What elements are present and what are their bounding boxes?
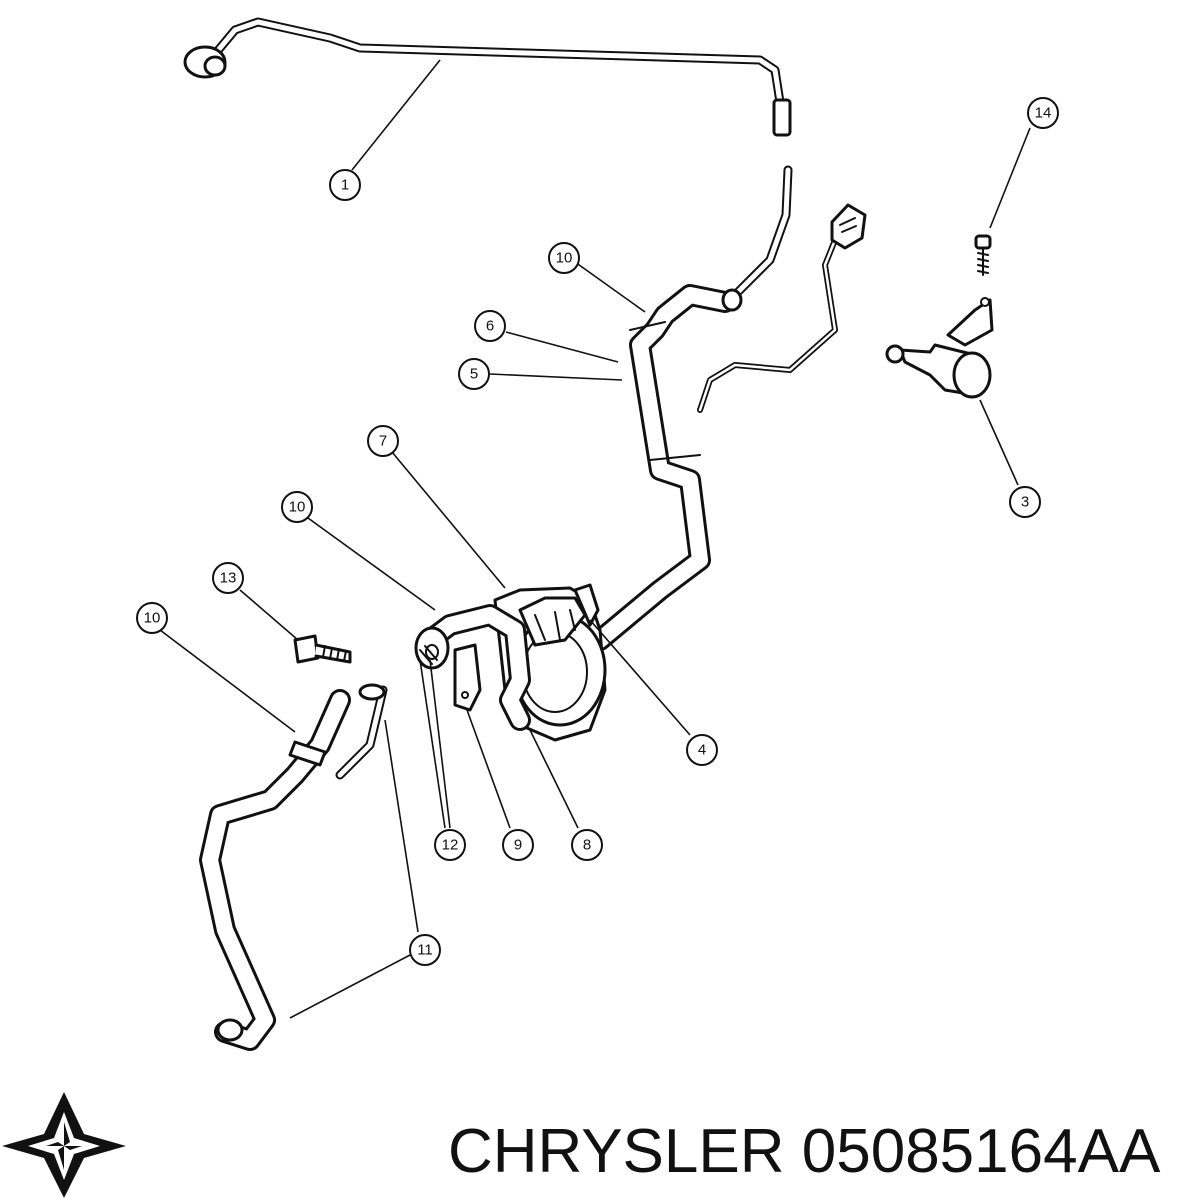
callout-10-upper-label: 10 <box>556 250 573 267</box>
chrysler-pentastar-logo <box>2 1092 126 1198</box>
callout-10-upper: 10 <box>548 242 580 274</box>
callout-10-middle: 10 <box>281 491 313 523</box>
callout-13: 13 <box>212 562 244 594</box>
callout-5: 5 <box>458 358 490 390</box>
callout-13-label: 13 <box>220 570 237 587</box>
callout-7: 7 <box>367 425 399 457</box>
callout-6: 6 <box>474 310 506 342</box>
leader-lines <box>159 59 1031 1019</box>
callout-3: 3 <box>1009 486 1041 518</box>
callout-9-label: 9 <box>514 837 522 854</box>
callout-1: 1 <box>329 169 361 201</box>
central-valve-assembly <box>414 583 607 742</box>
callout-1-label: 1 <box>341 177 349 194</box>
callout-14-label: 14 <box>1035 105 1052 122</box>
callout-5-label: 5 <box>470 366 478 383</box>
callout-11-label: 11 <box>417 942 433 959</box>
callout-12-label: 12 <box>442 837 459 854</box>
callout-7-label: 7 <box>379 433 387 450</box>
part-number-caption: CHRYSLER 05085164AA <box>448 1117 1161 1186</box>
callout-3-label: 3 <box>1021 494 1029 511</box>
part-11-lower-hose <box>199 683 388 1051</box>
callout-11: 11 <box>409 934 441 966</box>
part-14-screw <box>974 234 992 276</box>
callout-8-label: 8 <box>583 837 591 854</box>
callout-10-middle-label: 10 <box>289 499 306 516</box>
part-5-6-upper-hose <box>589 165 793 651</box>
callout-12: 12 <box>434 829 466 861</box>
callout-14: 14 <box>1027 97 1059 129</box>
callout-4-label: 4 <box>698 742 706 759</box>
callout-10-left-label: 10 <box>144 610 161 627</box>
callout-8: 8 <box>571 829 603 861</box>
electrical-connector-wire <box>697 203 867 413</box>
part-13-bolt <box>293 634 352 664</box>
callout-10-left: 10 <box>136 602 168 634</box>
callout-9: 9 <box>502 829 534 861</box>
callout-6-label: 6 <box>486 318 494 335</box>
part-3-solenoid <box>885 297 994 399</box>
callout-4: 4 <box>686 734 718 766</box>
part-1-vapor-tube <box>183 17 792 137</box>
